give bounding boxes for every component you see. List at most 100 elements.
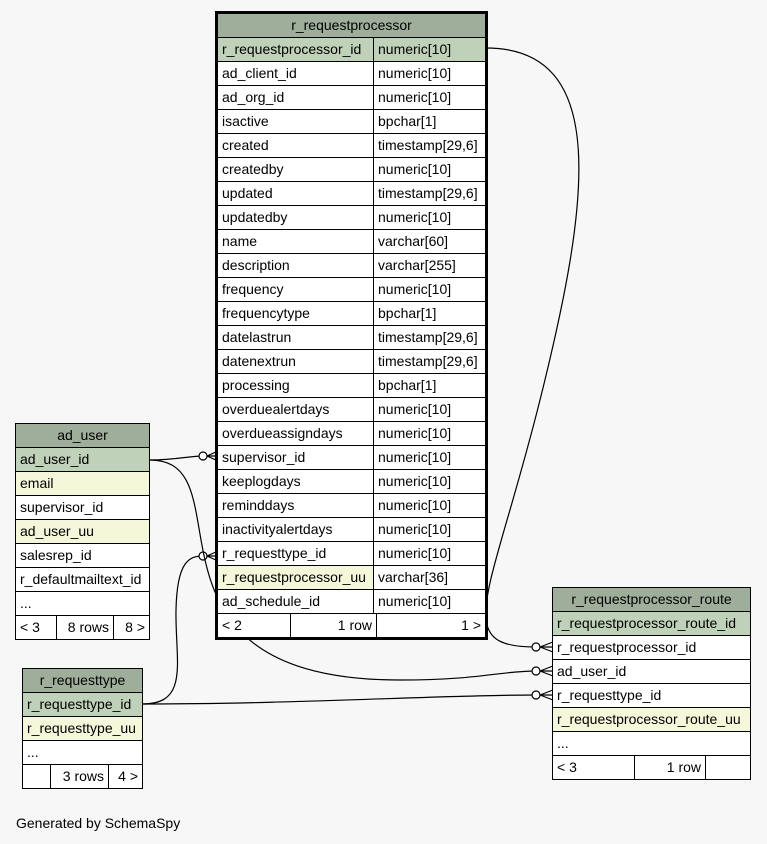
- column-row: ...: [16, 592, 149, 616]
- column-row[interactable]: r_defaultmailtext_id: [16, 568, 149, 592]
- column-type: numeric[10]: [378, 281, 452, 297]
- column-type: numeric[10]: [378, 161, 452, 177]
- column-row: ...: [23, 741, 142, 765]
- column-type: numeric[10]: [378, 497, 452, 513]
- column-row[interactable]: r_requestprocessor_id: [553, 636, 750, 660]
- column-name: created: [218, 134, 374, 157]
- column-name: processing: [218, 374, 374, 397]
- table-ad-user[interactable]: ad_user ad_user_id email supervisor_id a…: [15, 423, 150, 640]
- column-name: inactivityalertdays: [218, 518, 374, 541]
- column-name: r_requesttype_uu: [27, 720, 136, 736]
- column-name: ad_client_id: [218, 62, 374, 85]
- row-count: 1 row: [635, 756, 706, 779]
- column-type: numeric[10]: [378, 425, 452, 441]
- column-type: timestamp[29,6]: [378, 185, 478, 201]
- column-name: ad_org_id: [218, 86, 374, 109]
- more-columns: ...: [27, 744, 39, 760]
- column-row[interactable]: r_requesttype_id: [23, 693, 142, 717]
- table-footer: 3 rows 4 >: [23, 765, 142, 788]
- column-type: numeric[10]: [378, 41, 452, 57]
- edge-supervisor-optional-marker: [198, 451, 208, 461]
- column-type: varchar[60]: [378, 233, 449, 249]
- row-count: 3 rows: [51, 765, 109, 788]
- column-type: varchar[255]: [378, 257, 456, 273]
- column-type: numeric[10]: [378, 401, 452, 417]
- column-name: salesrep_id: [20, 547, 92, 563]
- parents-count[interactable]: < 3: [553, 756, 635, 779]
- column-name: ad_user_id: [557, 663, 627, 679]
- column-name: overdueassigndays: [218, 422, 374, 445]
- column-row[interactable]: ad_user_id: [553, 660, 750, 684]
- column-name: r_requesttype_id: [27, 696, 132, 712]
- column-row[interactable]: r_requesttype_id: [553, 684, 750, 708]
- column-type: numeric[10]: [378, 449, 452, 465]
- table-r-requestprocessor-route[interactable]: r_requestprocessor_route r_requestproces…: [552, 587, 751, 780]
- table-r-requestprocessor[interactable]: r_requestprocessor r_requestprocessor_id…: [215, 11, 488, 640]
- column-row[interactable]: r_requesttype_uu: [23, 717, 142, 741]
- children-count[interactable]: [706, 756, 750, 779]
- column-row[interactable]: salesrep_id: [16, 544, 149, 568]
- column-name: createdby: [218, 158, 374, 181]
- column-name: r_requestprocessor_id: [557, 639, 697, 655]
- column-name: r_defaultmailtext_id: [20, 571, 142, 587]
- column-name: isactive: [218, 110, 374, 133]
- parents-count[interactable]: < 2: [218, 614, 291, 637]
- edge-requesttype-optional-marker: [198, 551, 208, 561]
- column-name: supervisor_id: [218, 446, 374, 469]
- column-row[interactable]: email: [16, 472, 149, 496]
- parents-count[interactable]: [23, 765, 51, 788]
- column-name: r_requestprocessor_id: [218, 38, 374, 61]
- column-name: ad_schedule_id: [218, 590, 374, 613]
- table-r-requesttype[interactable]: r_requesttype r_requesttype_id r_request…: [22, 668, 143, 789]
- column-type: timestamp[29,6]: [378, 353, 478, 369]
- column-name: name: [218, 230, 374, 253]
- column-row[interactable]: ad_user_id: [16, 448, 149, 472]
- column-row[interactable]: r_requestprocessor_route_uu: [553, 708, 750, 732]
- column-row[interactable]: r_requestprocessor_route_id: [553, 612, 750, 636]
- column-row[interactable]: ad_user_uu: [16, 520, 149, 544]
- column-row[interactable]: supervisor_id: [16, 496, 149, 520]
- column-name: frequency: [218, 278, 374, 301]
- edge-route-to-processor: [485, 47, 580, 648]
- children-count[interactable]: 8 >: [125, 619, 145, 635]
- edge-route-user-optional-marker: [531, 666, 541, 676]
- row-count: 1 row: [291, 614, 377, 637]
- row-count: 8 rows: [57, 616, 114, 639]
- column-name: keeplogdays: [218, 470, 374, 493]
- edge-route-user-crowfoot: [539, 665, 554, 677]
- column-name: updated: [218, 182, 374, 205]
- children-count[interactable]: 1 >: [461, 617, 481, 633]
- parents-count[interactable]: < 3: [16, 616, 57, 639]
- column-name: ad_user_id: [20, 451, 90, 467]
- column-type: timestamp[29,6]: [378, 137, 478, 153]
- column-name: overduealertdays: [218, 398, 374, 421]
- children-count[interactable]: 4 >: [118, 768, 138, 784]
- column-name: supervisor_id: [20, 499, 104, 515]
- more-columns: ...: [557, 735, 569, 751]
- edge-route-to-ad-user: [149, 459, 537, 681]
